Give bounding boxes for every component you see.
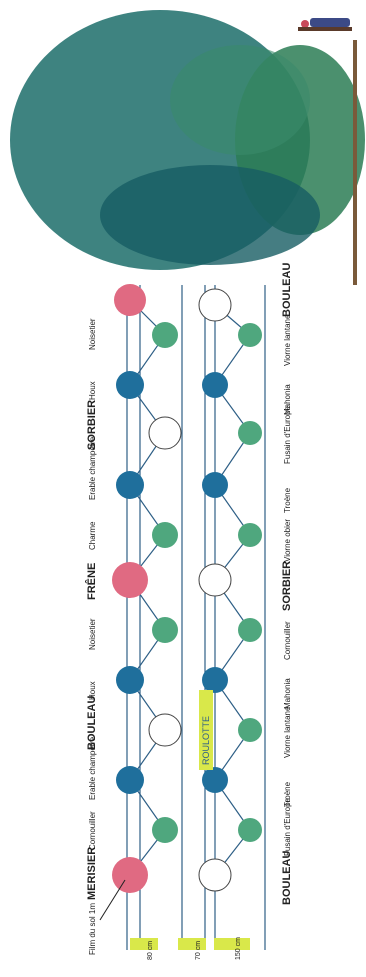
plant-label: Mahonia: [283, 678, 292, 709]
tree-sorbier-b: [198, 563, 232, 597]
dimension-80: 80 cm: [147, 941, 154, 960]
plant-label: Erable champêtre: [88, 436, 97, 500]
top-row-plants: [112, 284, 182, 893]
shrub-cornouiller: [152, 817, 178, 843]
shrub-charme: [152, 522, 178, 548]
shrub-mahonia: [202, 667, 228, 693]
dimension-70: 70 cm: [195, 941, 202, 960]
shrub-viorne-lantane: [238, 718, 262, 742]
plant-label: Viorne lantane: [283, 314, 292, 366]
plant-label: Fusain d'Europe: [283, 405, 292, 464]
plant-label: Noisetier: [88, 318, 97, 350]
bottom-row-plants: [198, 288, 262, 892]
tree-sorbier: [148, 416, 182, 450]
shrub-noisetier-2: [152, 322, 178, 348]
shrub-houx: [116, 666, 144, 694]
plant-label: FRÊNE: [85, 563, 98, 600]
shrub-troene: [202, 767, 228, 793]
plant-label: Cornouiller: [88, 811, 97, 850]
tree-merisier: [112, 857, 148, 893]
plant-label: BOULEAU: [86, 696, 98, 750]
hedge-foliage-illustration: [10, 10, 365, 285]
plant-label: Troène: [283, 781, 292, 807]
tree-frene: [112, 562, 148, 598]
plant-label: BOULEAU: [281, 263, 293, 317]
shrub-viorne-obier: [238, 523, 262, 547]
shrub-noisetier: [152, 617, 178, 643]
plant-label: Viorne lantane: [283, 706, 292, 758]
plant-label: SORBIER: [86, 400, 98, 450]
shrub-houx-2: [116, 371, 144, 399]
plant-label: Troène: [283, 487, 292, 513]
dimension-150: 150 cm: [235, 937, 242, 960]
shrub-fusain: [238, 818, 262, 842]
dimension-marks: 80 cm 70 cm 150 cm: [130, 937, 250, 960]
plant-label: Fusain d'Europe: [283, 797, 292, 856]
plant-label: SORBIER: [281, 561, 293, 611]
plant-label: Mahonia: [283, 384, 292, 415]
center-label: ROULOTTE: [201, 716, 211, 765]
plant-label: MERISIER: [86, 847, 98, 900]
center-label-group: ROULOTTE: [199, 690, 213, 770]
plant-label: Houx: [88, 381, 97, 400]
plant-label: Noisetier: [88, 618, 97, 650]
shrub-cornouiller-b: [238, 618, 262, 642]
tree-bouleau-b1: [198, 858, 232, 892]
tree-bouleau: [148, 713, 182, 747]
plant-label: Viorne obier: [283, 519, 292, 562]
plant-label: Charme: [88, 521, 97, 550]
shrub-erable: [116, 766, 144, 794]
film-pointer: [99, 879, 126, 921]
shrub-fusain-b: [238, 421, 262, 445]
shrub-mahonia-b: [202, 372, 228, 398]
shrub-erable-2: [116, 471, 144, 499]
plant-label: Erable champêtre: [88, 736, 97, 800]
person-scale-icon: [298, 18, 352, 31]
tree-top-end: [114, 284, 146, 316]
tree-bouleau-b2: [198, 288, 232, 322]
plant-label: Cornouiller: [283, 621, 292, 660]
row-lines: [126, 285, 266, 950]
shrub-troene-b: [202, 472, 228, 498]
shrub-viorne-lantane-b: [238, 323, 262, 347]
plant-label: Houx: [88, 681, 97, 700]
film-label: Film du sol 1m: [88, 903, 97, 955]
plant-label: BOULEAU: [281, 851, 293, 905]
